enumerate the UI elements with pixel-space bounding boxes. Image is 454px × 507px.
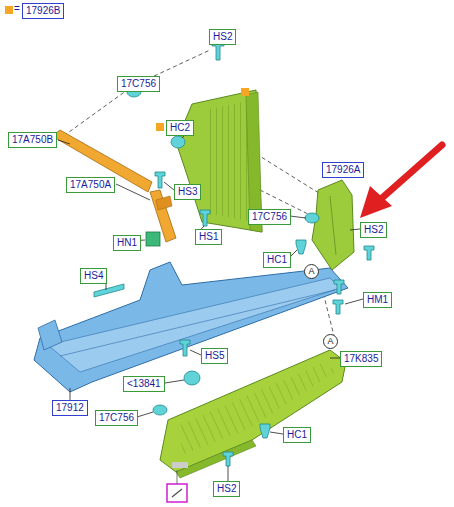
legend-swatch xyxy=(5,6,13,14)
callout-box: 17926A xyxy=(322,162,364,178)
part-number: HN1 xyxy=(117,237,137,248)
orange-brackets xyxy=(52,130,176,242)
callout-box: 17C756 xyxy=(95,410,138,426)
part-number: 17912 xyxy=(56,402,84,413)
part-number: HS2 xyxy=(364,224,383,235)
callout-box: HN1 xyxy=(113,235,141,251)
fasteners xyxy=(94,42,374,466)
callout-box: HC1 xyxy=(283,427,311,443)
callout-box: 17C756 xyxy=(248,209,291,225)
callout-box: HS5 xyxy=(201,348,228,364)
callout-box: 17C756 xyxy=(117,76,160,92)
callout-box: HS2 xyxy=(213,481,240,497)
leader-lines xyxy=(58,40,363,481)
callout-box: HS1 xyxy=(195,229,222,245)
part-number: HC2 xyxy=(170,122,190,133)
part-number: HC1 xyxy=(287,429,307,440)
part-number: HS4 xyxy=(84,270,103,281)
callout-box: 17A750B xyxy=(8,132,57,148)
part-number: 17926A xyxy=(326,164,360,175)
part-number: 17A750A xyxy=(70,179,111,190)
part-number: HM1 xyxy=(367,294,388,305)
marker-square xyxy=(156,123,164,131)
part-number: HS2 xyxy=(213,31,232,42)
callout-box: HS2 xyxy=(360,222,387,238)
callout-box: HS2 xyxy=(209,29,236,45)
callout-box: 17912 xyxy=(52,400,88,416)
lower-cover xyxy=(160,350,346,478)
part-number: HS5 xyxy=(205,350,224,361)
legend-equals: = xyxy=(14,3,20,15)
callout-box: 17K835 xyxy=(340,351,382,367)
callout-box: 17A750A xyxy=(66,177,115,193)
callout-box: <13841 xyxy=(123,376,165,392)
part-number: 17K835 xyxy=(344,353,378,364)
legend-box: 17926B xyxy=(22,3,64,19)
part-number: 17C756 xyxy=(99,412,134,423)
reference-icon xyxy=(167,462,188,502)
side-bracket xyxy=(312,180,354,270)
callout-box: HC2 xyxy=(166,120,194,136)
callout-box: HM1 xyxy=(363,292,392,308)
part-number: 17C756 xyxy=(121,78,156,89)
part-number: A xyxy=(327,336,333,346)
callout-box: HS4 xyxy=(80,268,107,284)
callout-box: HC1 xyxy=(263,252,291,268)
part-number: <13841 xyxy=(127,378,161,389)
legend-text: 17926B xyxy=(26,5,60,16)
red-arrow xyxy=(360,145,442,218)
reference-circle: A xyxy=(323,334,338,349)
part-number: A xyxy=(308,266,314,276)
part-number: 17A750B xyxy=(12,134,53,145)
part-number: HC1 xyxy=(267,254,287,265)
part-number: HS1 xyxy=(199,231,218,242)
callout-box: HS3 xyxy=(174,184,201,200)
part-number: 17C756 xyxy=(252,211,287,222)
nut-plate xyxy=(146,232,160,246)
reference-circle: A xyxy=(304,264,319,279)
part-number: HS2 xyxy=(217,483,236,494)
part-number: HS3 xyxy=(178,186,197,197)
